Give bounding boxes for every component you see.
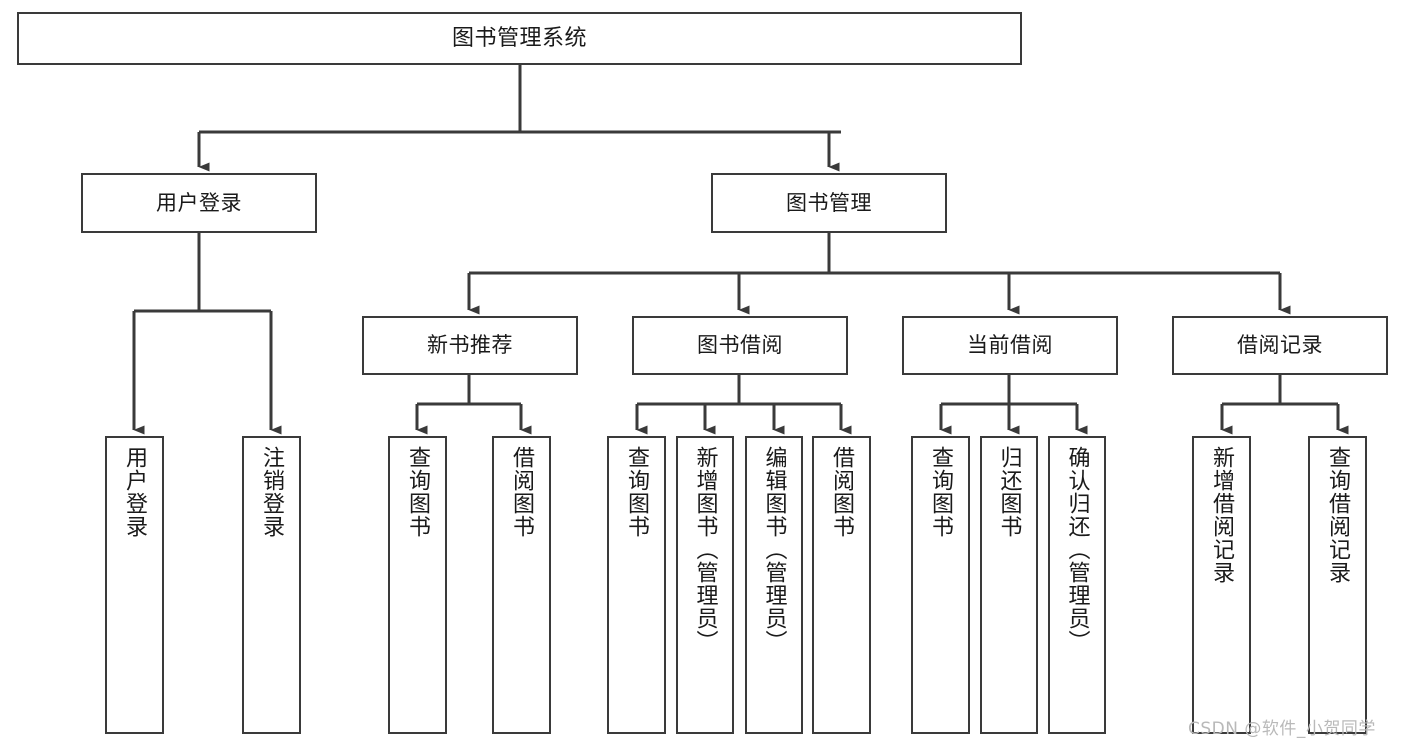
node-leaf-logout-label: 注销登录 <box>259 446 285 538</box>
node-book-manage-label: 图书管理 <box>786 190 872 215</box>
node-borrow-record-label: 借阅记录 <box>1237 333 1323 358</box>
node-leaf-query-book-1-label: 查询图书 <box>405 446 431 538</box>
node-leaf-edit-book-label: 编辑图书（管理员） <box>761 446 787 653</box>
node-leaf-edit-book[interactable]: 编辑图书（管理员） <box>745 436 803 734</box>
node-leaf-confirm-return[interactable]: 确认归还（管理员） <box>1048 436 1106 734</box>
node-leaf-add-record-label: 新增借阅记录 <box>1209 446 1235 584</box>
node-current-borrow[interactable]: 当前借阅 <box>902 316 1118 375</box>
node-leaf-user-login-label: 用户登录 <box>122 446 148 538</box>
csdn-watermark: CSDN @软件_小贺同学 <box>1188 719 1376 739</box>
node-leaf-confirm-return-label: 确认归还（管理员） <box>1064 446 1090 653</box>
node-root-label: 图书管理系统 <box>451 25 587 51</box>
node-leaf-query-record-label: 查询借阅记录 <box>1325 446 1351 584</box>
node-book-borrow[interactable]: 图书借阅 <box>632 316 848 375</box>
node-leaf-borrow-book-2[interactable]: 借阅图书 <box>812 436 871 734</box>
node-leaf-add-book-label: 新增图书（管理员） <box>692 446 718 653</box>
node-leaf-query-book-2-label: 查询图书 <box>624 446 650 538</box>
node-leaf-borrow-book-2-label: 借阅图书 <box>829 446 855 538</box>
node-leaf-add-book[interactable]: 新增图书（管理员） <box>676 436 734 734</box>
node-borrow-record[interactable]: 借阅记录 <box>1172 316 1388 375</box>
node-leaf-query-book-3-label: 查询图书 <box>928 446 954 538</box>
node-leaf-query-book-2[interactable]: 查询图书 <box>607 436 666 734</box>
node-leaf-logout[interactable]: 注销登录 <box>242 436 301 734</box>
node-leaf-query-book-3[interactable]: 查询图书 <box>911 436 970 734</box>
node-leaf-query-book-1[interactable]: 查询图书 <box>388 436 447 734</box>
node-new-book-recommend[interactable]: 新书推荐 <box>362 316 578 375</box>
node-leaf-add-record[interactable]: 新增借阅记录 <box>1192 436 1251 734</box>
node-leaf-return-book-label: 归还图书 <box>996 446 1022 538</box>
node-new-book-recommend-label: 新书推荐 <box>427 333 513 358</box>
node-leaf-borrow-book-1[interactable]: 借阅图书 <box>492 436 551 734</box>
node-leaf-borrow-book-1-label: 借阅图书 <box>509 446 535 538</box>
node-leaf-user-login[interactable]: 用户登录 <box>105 436 164 734</box>
node-book-borrow-label: 图书借阅 <box>697 333 783 358</box>
node-user-login-label: 用户登录 <box>156 190 242 215</box>
node-root[interactable]: 图书管理系统 <box>17 12 1022 65</box>
node-leaf-query-record[interactable]: 查询借阅记录 <box>1308 436 1367 734</box>
node-leaf-return-book[interactable]: 归还图书 <box>980 436 1038 734</box>
node-book-manage[interactable]: 图书管理 <box>711 173 947 233</box>
node-current-borrow-label: 当前借阅 <box>967 333 1053 358</box>
node-user-login[interactable]: 用户登录 <box>81 173 317 233</box>
